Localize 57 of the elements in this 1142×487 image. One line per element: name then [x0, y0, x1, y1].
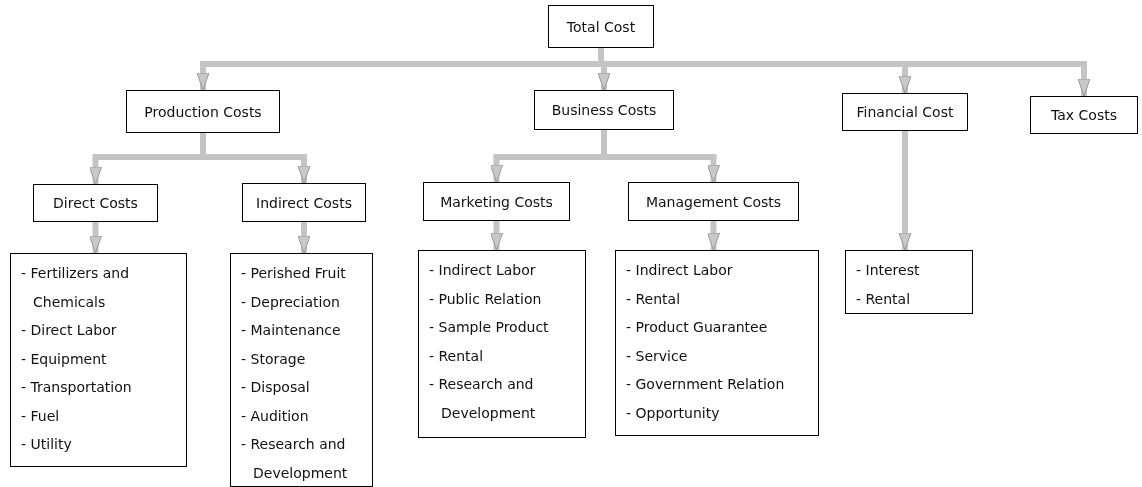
list-item: - Public Relation — [429, 289, 543, 309]
list-item: - Government Relation — [626, 375, 786, 394]
arrow — [200, 133, 311, 184]
list-item: - Sample Product — [429, 318, 550, 337]
list-item: - Direct Labor — [21, 321, 118, 340]
category-box — [1030, 96, 1138, 134]
category-label: Tax Costs — [1051, 107, 1117, 123]
list-item: - Interest — [856, 261, 921, 280]
list-item: - Service — [626, 346, 689, 366]
list-item: - Disposal — [241, 378, 311, 397]
category-label: Financial Cost — [856, 104, 954, 120]
list-item: - Depreciation — [241, 292, 341, 312]
arrow — [601, 130, 720, 183]
list-item: - Transportation — [21, 378, 133, 397]
category-label: Indirect Costs — [256, 194, 352, 211]
arrow — [707, 221, 720, 251]
category-box — [423, 182, 570, 221]
category-box — [628, 182, 799, 221]
category-box — [842, 93, 968, 131]
category-label: Management Costs — [645, 193, 782, 210]
list-item: - Maintenance — [241, 321, 342, 340]
list-box — [418, 250, 586, 438]
list-box — [10, 253, 187, 467]
category-box — [33, 184, 158, 222]
list-item: - Opportunity — [626, 403, 721, 423]
category-box — [548, 5, 654, 48]
list-item: - Rental — [626, 289, 682, 309]
category-box — [534, 90, 674, 130]
list-item: - Fuel — [21, 406, 61, 426]
category-box — [126, 90, 280, 133]
arrow — [89, 222, 102, 254]
arrow — [297, 222, 311, 254]
category-label: Marketing Costs — [440, 193, 553, 210]
list-item: - Audition — [241, 406, 310, 426]
category-box — [242, 183, 366, 222]
category-label: Total Cost — [566, 18, 636, 35]
list-item: - Rental — [429, 346, 485, 366]
list-item: - Indirect Labor — [429, 261, 537, 280]
list-item: - Rental — [856, 289, 912, 309]
arrow — [898, 131, 912, 251]
arrow — [490, 221, 503, 251]
category-label: Business Costs — [551, 102, 657, 118]
list-item: - Equipment — [21, 349, 108, 369]
list-box — [845, 250, 973, 314]
list-item: - Storage — [241, 349, 307, 369]
list-box — [615, 250, 819, 436]
category-label: Production Costs — [144, 103, 262, 120]
list-item: - Research and Development — [429, 375, 537, 423]
arrow — [598, 48, 1091, 97]
list-item: - Fertilizers and Chemicals — [21, 264, 131, 312]
list-box — [230, 253, 373, 487]
list-item: - Product Guarantee — [626, 318, 769, 337]
list-item: - Indirect Labor — [626, 261, 734, 280]
list-item: - Perished Fruit — [241, 264, 347, 283]
category-label: Direct Costs — [53, 195, 138, 211]
list-item: - Utility — [21, 435, 73, 454]
list-item: - Research and Development — [241, 435, 349, 483]
